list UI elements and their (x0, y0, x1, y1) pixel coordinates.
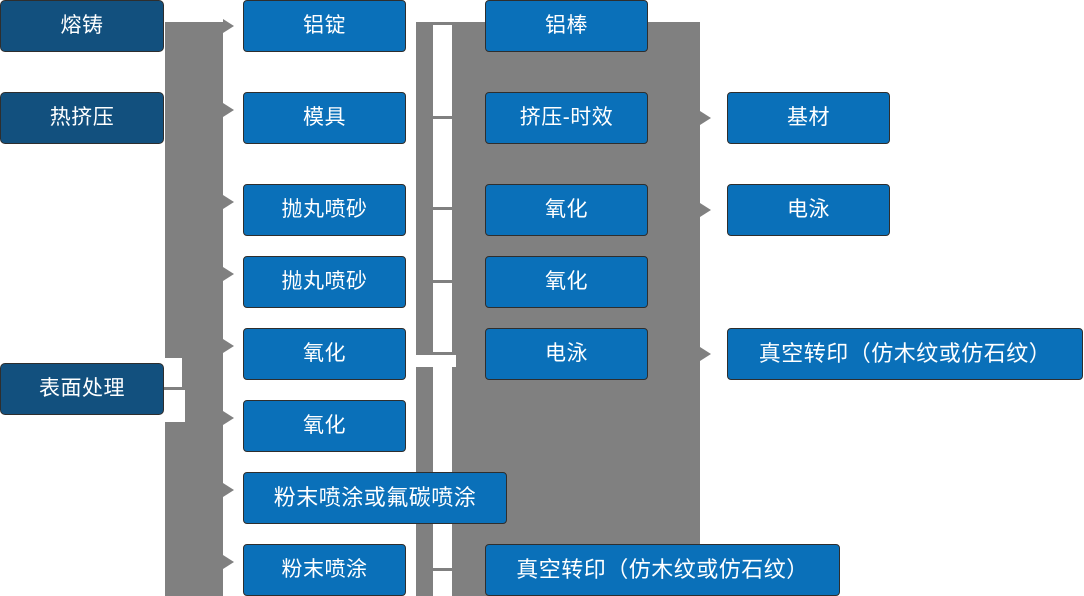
node-col2-7[interactable]: 粉末喷涂或氟碳喷涂 (243, 472, 507, 524)
node-col2-8[interactable]: 粉末喷涂 (243, 544, 406, 596)
node-col2-4[interactable]: 抛丸喷砂 (243, 256, 406, 308)
node-col3-3[interactable]: 氧化 (485, 184, 648, 236)
node-col4-3[interactable]: 真空转印（仿木纹或仿石纹） (727, 328, 1083, 380)
arrow-to-col2-6 (223, 411, 234, 425)
arrow-to-col2-7 (223, 483, 234, 497)
node-col2-5[interactable]: 氧化 (243, 328, 406, 380)
node-col2-1[interactable]: 铝锭 (243, 0, 406, 52)
node-col2-8-label: 粉末喷涂 (281, 558, 368, 582)
arrow-to-col2-2 (223, 103, 234, 117)
node-col2-2[interactable]: 模具 (243, 92, 406, 144)
node-col2-7-label: 粉末喷涂或氟碳喷涂 (273, 484, 477, 510)
arrow-to-col2-5 (223, 339, 234, 353)
connector-rung-3b (433, 207, 456, 210)
node-col3-4-label: 氧化 (545, 270, 588, 294)
node-stage-2-label: 热挤压 (49, 106, 115, 130)
node-col4-2-label: 电泳 (787, 198, 830, 222)
node-col4-3-label: 真空转印（仿木纹或仿石纹） (758, 340, 1052, 366)
connector-rung-5b (433, 352, 456, 355)
node-col3-2[interactable]: 挤压-时效 (485, 92, 648, 144)
node-col3-6[interactable]: 真空转印（仿木纹或仿石纹） (485, 544, 840, 596)
arrow-to-col4-1 (700, 111, 711, 125)
node-col3-6-label: 真空转印（仿木纹或仿石纹） (516, 556, 809, 582)
node-col3-1-label: 铝棒 (545, 14, 588, 38)
arrow-to-col2-4 (223, 267, 234, 281)
node-col2-4-label: 抛丸喷砂 (281, 270, 368, 294)
connector-line-surface-treatment-top (182, 358, 185, 390)
connector-riser-col2-to-col3 (416, 22, 433, 596)
node-col2-3[interactable]: 抛丸喷砂 (243, 184, 406, 236)
arrow-to-col2-8 (223, 555, 234, 569)
connector-gap-break (416, 355, 456, 367)
node-col3-3-label: 氧化 (545, 198, 588, 222)
node-stage-3-label: 表面处理 (39, 377, 125, 401)
connector-gap-col2-col3 (433, 25, 452, 596)
node-col3-2-label: 挤压-时效 (519, 106, 614, 130)
arrow-to-col4-3 (700, 347, 711, 361)
node-stage-1-label: 熔铸 (60, 14, 104, 38)
node-col3-5[interactable]: 电泳 (485, 328, 648, 380)
node-stage-3[interactable]: 表面处理 (0, 363, 164, 415)
arrow-to-col4-2 (700, 203, 711, 217)
arrow-to-col2-3 (223, 195, 234, 209)
node-col2-5-label: 氧化 (303, 342, 346, 366)
node-col3-4[interactable]: 氧化 (485, 256, 648, 308)
node-col2-2-label: 模具 (303, 106, 346, 130)
node-col2-1-label: 铝锭 (303, 14, 346, 38)
node-col2-6-label: 氧化 (303, 414, 346, 438)
node-col2-3-label: 抛丸喷砂 (281, 198, 368, 222)
connector-rung-1b (433, 22, 456, 25)
node-stage-1[interactable]: 熔铸 (0, 0, 164, 52)
node-col3-1[interactable]: 铝棒 (485, 0, 648, 52)
connector-rung-4b (433, 280, 456, 283)
node-col4-1[interactable]: 基材 (727, 92, 890, 144)
node-col4-2[interactable]: 电泳 (727, 184, 890, 236)
node-col2-6[interactable]: 氧化 (243, 400, 406, 452)
node-stage-2[interactable]: 热挤压 (0, 92, 164, 144)
connector-rung-6b (433, 568, 456, 571)
node-col4-1-label: 基材 (787, 106, 830, 130)
arrow-to-col2-1 (223, 19, 234, 33)
connector-rung-2b (433, 116, 456, 119)
node-col3-5-label: 电泳 (545, 342, 588, 366)
connector-line-surface-treatment (164, 387, 186, 390)
connector-band-stage-to-col2 (165, 22, 223, 596)
